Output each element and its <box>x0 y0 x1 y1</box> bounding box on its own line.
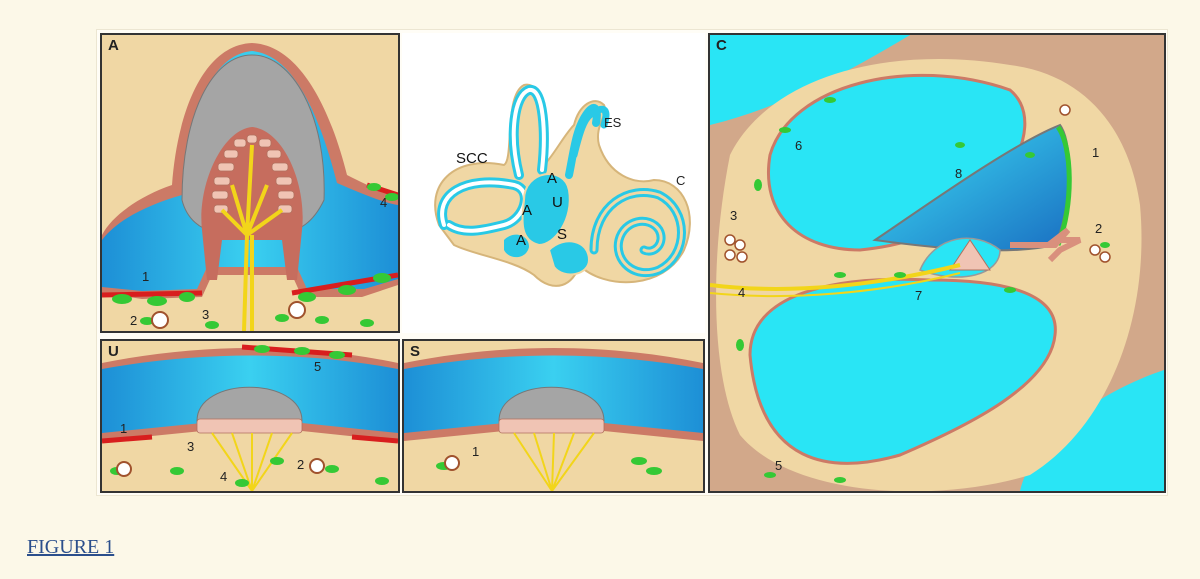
panel-s-letter: S <box>410 343 421 360</box>
panel-u: 1 2 3 4 5 U <box>100 339 400 493</box>
label-c-8: 8 <box>955 166 962 181</box>
label-a-1: 1 <box>142 269 149 284</box>
label-a-low: A <box>516 232 526 249</box>
label-es: ES <box>604 115 622 130</box>
label-c-1: 1 <box>1092 145 1099 160</box>
label-a-top: A <box>547 170 557 187</box>
label-a-2: 2 <box>130 313 137 328</box>
label-c: C <box>676 173 685 188</box>
neuron-cells <box>724 104 1111 263</box>
neuron-cell <box>151 311 169 329</box>
label-c-2: 2 <box>1095 221 1102 236</box>
label-u-2: 2 <box>297 457 304 472</box>
panel-c-illustration: 1 2 3 4 5 6 7 8 <box>710 35 1164 491</box>
label-u-1: 1 <box>120 421 127 436</box>
label-c-6: 6 <box>795 138 802 153</box>
inner-ear-overview: SCC ES C A U A A S <box>434 83 691 287</box>
panel-a: 1 2 3 4 A <box>100 33 400 333</box>
panel-u-illustration: 1 2 3 4 5 <box>102 341 398 491</box>
label-s: S <box>557 226 567 243</box>
panel-s: 1 S <box>402 339 705 493</box>
label-c-3: 3 <box>730 208 737 223</box>
panel-a-letter: A <box>108 37 119 54</box>
panel-a-illustration: 1 2 3 4 <box>102 35 398 331</box>
label-a-mid: A <box>522 202 532 219</box>
nerve-fibers <box>220 144 284 331</box>
figure-frame: 1 2 3 4 A <box>96 29 1168 496</box>
label-u-4: 4 <box>220 469 227 484</box>
panel-c: 1 2 3 4 5 6 7 8 C <box>708 33 1166 493</box>
figure-1-link[interactable]: FIGURE 1 <box>27 536 115 558</box>
label-c-4: 4 <box>738 285 745 300</box>
glia-cells <box>112 183 398 329</box>
label-c-7: 7 <box>915 288 922 303</box>
label-a-4: 4 <box>380 195 387 210</box>
label-u-3: 3 <box>187 439 194 454</box>
label-a-3: 3 <box>202 307 209 322</box>
neuron-cell <box>288 301 306 319</box>
label-u: U <box>552 194 563 211</box>
label-s-1: 1 <box>472 444 479 459</box>
label-scc: SCC <box>456 150 488 167</box>
panel-c-letter: C <box>716 37 727 54</box>
label-u-5: 5 <box>314 359 321 374</box>
panel-overview: SCC ES C A U A A S <box>402 33 705 333</box>
panel-s-illustration: 1 <box>404 341 703 491</box>
label-c-5: 5 <box>775 458 782 473</box>
panel-u-letter: U <box>108 343 119 360</box>
